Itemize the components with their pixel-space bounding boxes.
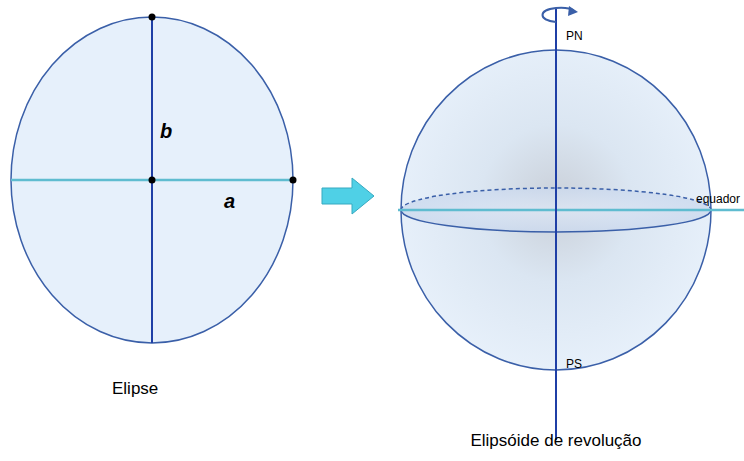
pole-label: PS xyxy=(566,358,582,371)
axis-label: b xyxy=(160,120,172,142)
ellipsoid-figure xyxy=(398,6,744,440)
figure-caption: Elipse xyxy=(112,380,158,399)
pole-label: PN xyxy=(566,30,583,43)
ellipse-figure xyxy=(11,14,297,344)
figure-caption: Elipsóide de revolução xyxy=(470,432,641,451)
transition-arrow xyxy=(322,178,374,214)
equator-label: equador xyxy=(696,193,740,206)
axis-label: a xyxy=(224,190,235,212)
